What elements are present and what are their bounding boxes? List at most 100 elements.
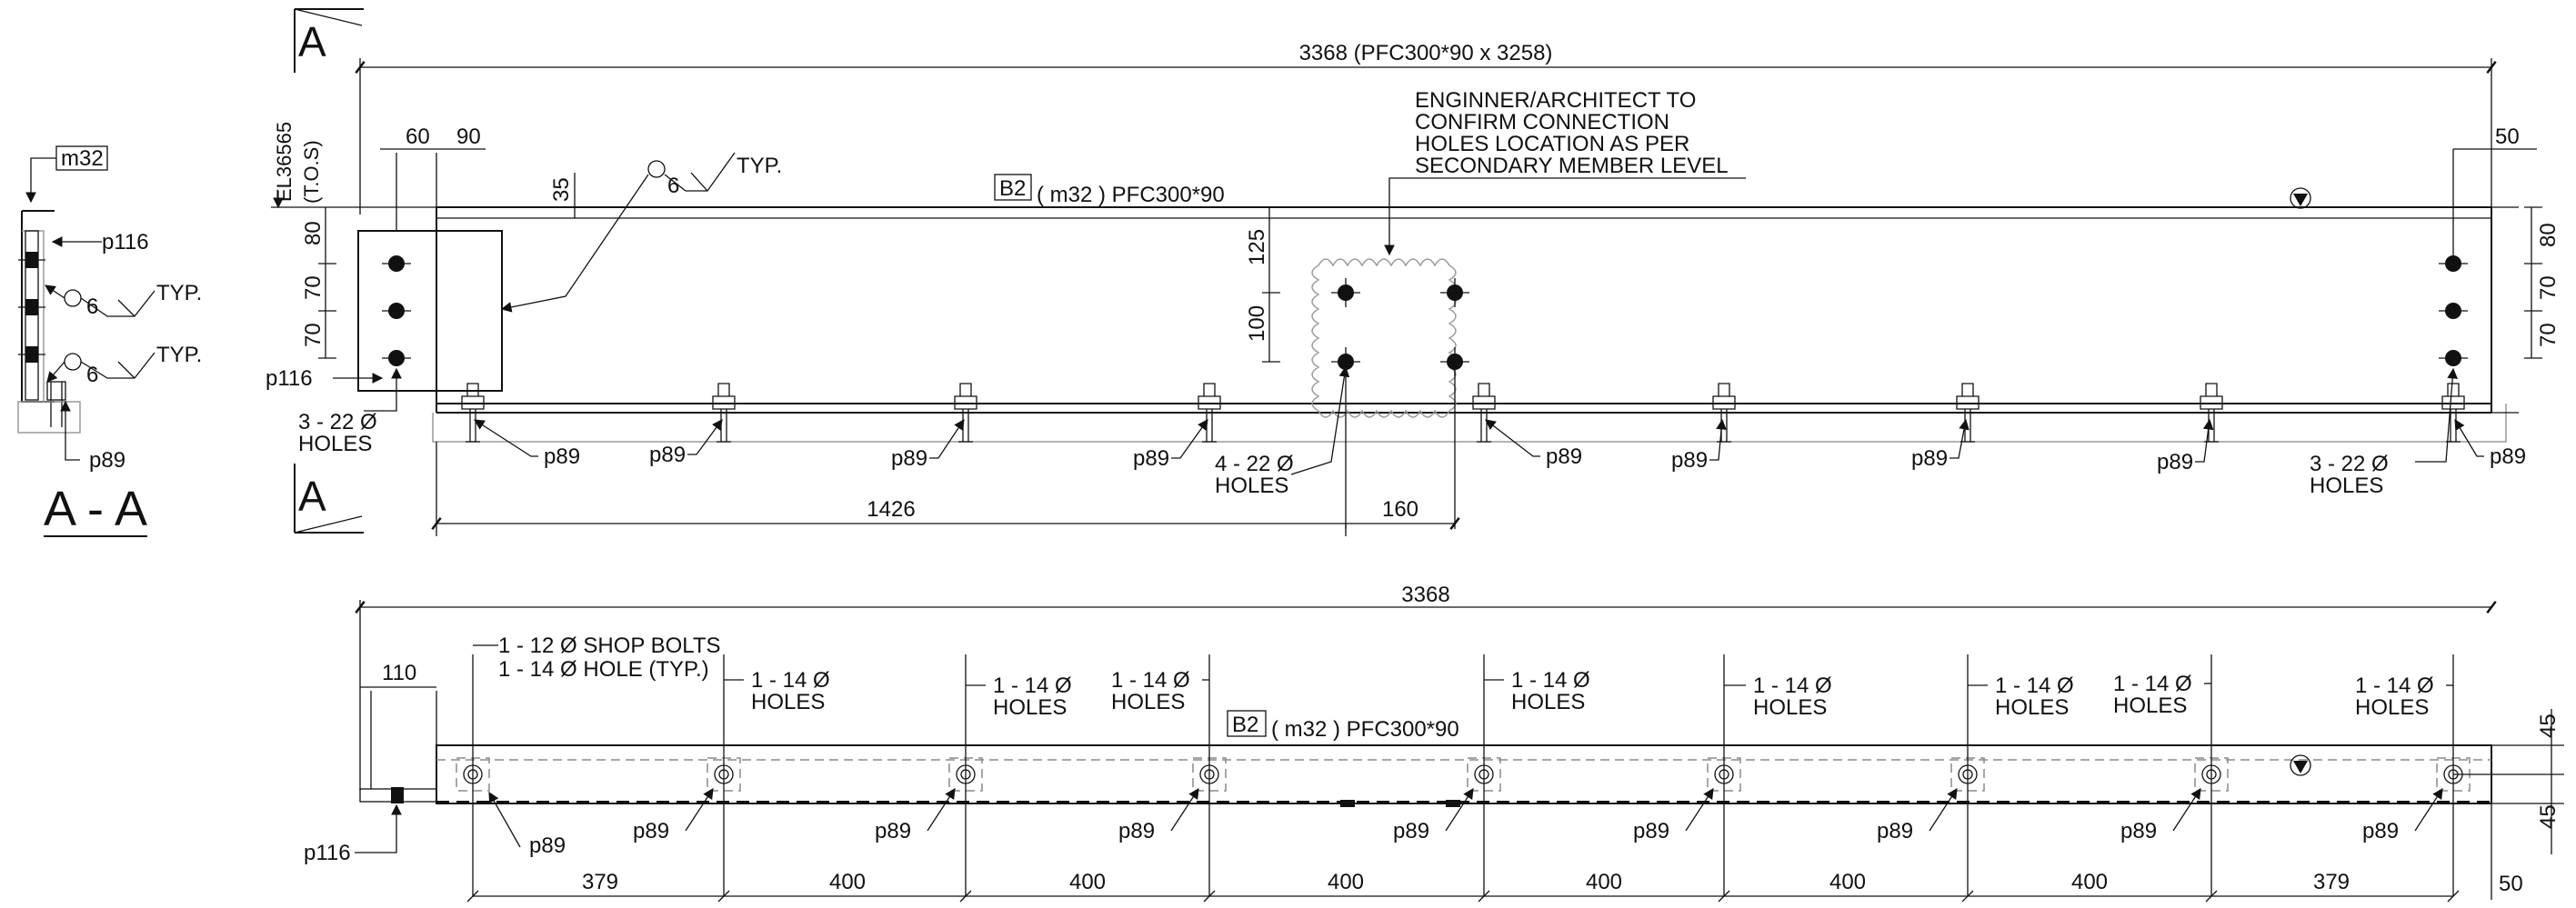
flow-marker-plan — [2290, 754, 2311, 776]
plan-bolt-tag: p89 — [2362, 819, 2399, 843]
note-line-3: HOLES LOCATION AS PER — [1415, 132, 1689, 156]
plan-dim-50-label: 50 — [2499, 872, 2523, 896]
hole-callout-line2: HOLES — [2113, 693, 2187, 718]
elevation-plate-tag: p116 — [266, 366, 313, 391]
spacing-400-5: 400 — [1829, 870, 1866, 894]
hole-callout-line2: HOLES — [1111, 690, 1185, 714]
bolt-symbol: p89 — [1671, 383, 1736, 473]
elevation-weld-size: 6 — [667, 174, 679, 198]
spacing-379-left: 379 — [582, 870, 618, 894]
hole-callout-line1: 1 - 14 Ø — [1111, 668, 1190, 693]
bolt-tag: p89 — [891, 446, 927, 471]
section-cut-letter-bottom: A — [298, 473, 326, 520]
bolt-tag: p89 — [649, 443, 686, 467]
bolt-tag: p89 — [544, 444, 580, 469]
spacing-400-1: 400 — [829, 870, 866, 894]
plan-plate-tag: p116 — [304, 841, 351, 865]
hole-callout-line2: HOLES — [1995, 695, 2069, 720]
channel-elevation — [432, 206, 2519, 443]
spacing-400-2: 400 — [1069, 870, 1106, 894]
channel-section-profile — [17, 210, 81, 434]
plate-dimensions: 60 90 35 80 70 70 — [301, 125, 576, 359]
plan-channel — [436, 744, 2492, 804]
plan-bolt-tag: p89 — [529, 833, 566, 858]
connection-revision-cloud — [1311, 258, 1457, 418]
section-cut-marker-bottom: A — [294, 464, 364, 534]
hole-callout-line2: HOLES — [993, 695, 1067, 720]
dim-125-label: 125 — [1245, 229, 1269, 265]
section-weld-symbol-lower: 6 TYP. — [46, 343, 202, 387]
overall-length-label: 3368 (PFC300*90 x 3258) — [1299, 41, 1553, 65]
dim-70b-right-label: 70 — [2536, 323, 2561, 347]
end-plate-left — [357, 230, 503, 392]
engineer-note: ENGINNER/ARCHITECT TO CONFIRM CONNECTION… — [1384, 88, 1746, 256]
section-cut-letter-top: A — [298, 18, 326, 65]
note-line-1: ENGINNER/ARCHITECT TO — [1415, 88, 1696, 113]
spacing-400-4: 400 — [1586, 870, 1622, 894]
holes-right-line2: HOLES — [2310, 474, 2383, 498]
hole-callout-line1: 1 - 14 Ø — [2113, 672, 2192, 696]
dim-80-right-label: 80 — [2536, 223, 2561, 247]
section-member-tag: m32 — [61, 146, 104, 171]
holes-left-line1: 3 - 22 Ø — [298, 410, 377, 434]
plan-bolt-tag: p89 — [1118, 819, 1155, 843]
plan-overall-dimension: 3368 — [355, 583, 2497, 791]
section-member-leader — [25, 157, 56, 204]
plan-bolt-tag: p89 — [1633, 819, 1669, 843]
level-marker: EL36565 (T.O.S) — [271, 122, 436, 209]
elevation-member-label: ( m32 ) PFC300*90 — [1037, 183, 1225, 207]
bolt-tag: p89 — [1911, 446, 1948, 471]
plan-bolt-tag: p89 — [633, 819, 669, 843]
member-tag-elevation: B2 ( m32 ) PFC300*90 — [994, 174, 1225, 207]
bolt-symbol: p89 — [649, 383, 736, 467]
section-title: A - A — [44, 482, 147, 536]
bolt-tag: p89 — [1671, 448, 1708, 473]
dim-35-label: 35 — [549, 177, 574, 202]
section-plate-tag-top: p116 — [102, 230, 149, 254]
holes-left-line2: HOLES — [298, 432, 372, 456]
bolt-tag: p89 — [1546, 444, 1582, 469]
plan-right-dims: 45 45 50 — [2453, 709, 2564, 900]
section-cut-marker-top: A — [294, 8, 364, 73]
flow-marker-elevation — [2290, 187, 2311, 209]
bolt-symbol: p89 — [1472, 383, 1582, 469]
section-weld-size-upper: 6 — [86, 294, 98, 319]
dim-110-label: 110 — [382, 661, 416, 685]
hole-callout-line2: HOLES — [1511, 690, 1585, 714]
note-line-2: CONFIRM CONNECTION — [1415, 110, 1669, 135]
plan-member-label: ( m32 ) PFC300*90 — [1271, 717, 1459, 742]
hole-callout-line2: HOLES — [2355, 695, 2429, 720]
elevation-grid-tag: B2 — [999, 176, 1026, 201]
elevation-bottom-dims: 1426 160 — [431, 442, 1460, 536]
plan-view: 3368 110 p116 B2 ( m32 ) PFC300*90 1 - 1… — [304, 583, 2564, 903]
dim-50-label: 50 — [2495, 125, 2520, 149]
dim-160-label: 160 — [1382, 497, 1418, 522]
plan-bolt-tag: p89 — [875, 819, 911, 843]
plan-bolt-spacing-dims: 379 400 400 400 400 400 400 379 — [473, 870, 2453, 897]
section-a-a: m32 p116 6 TYP. 6 TYP. — [17, 145, 202, 537]
bolt-symbol: p89 — [891, 383, 977, 471]
plan-grid-tag: B2 — [1232, 713, 1258, 737]
bolt-symbol: p89 — [2157, 383, 2223, 474]
holes-middle — [1331, 278, 1469, 529]
dim-70b-left-label: 70 — [301, 323, 326, 347]
hole-callout-line1: 1 - 14 Ø — [2355, 674, 2434, 698]
plan-bolt-tag: p89 — [1877, 819, 1913, 843]
plan-member-tag: B2 ( m32 ) PFC300*90 — [1227, 710, 1459, 742]
dim-90-label: 90 — [456, 125, 481, 149]
bolt-tag: p89 — [2157, 450, 2193, 474]
note-line-4: SECONDARY MEMBER LEVEL — [1415, 154, 1729, 178]
bolt-symbol: p89 — [461, 383, 580, 469]
level-value: EL36565 — [273, 122, 296, 202]
plan-overall-label: 3368 — [1401, 583, 1449, 607]
level-note: (T.O.S) — [300, 140, 323, 204]
